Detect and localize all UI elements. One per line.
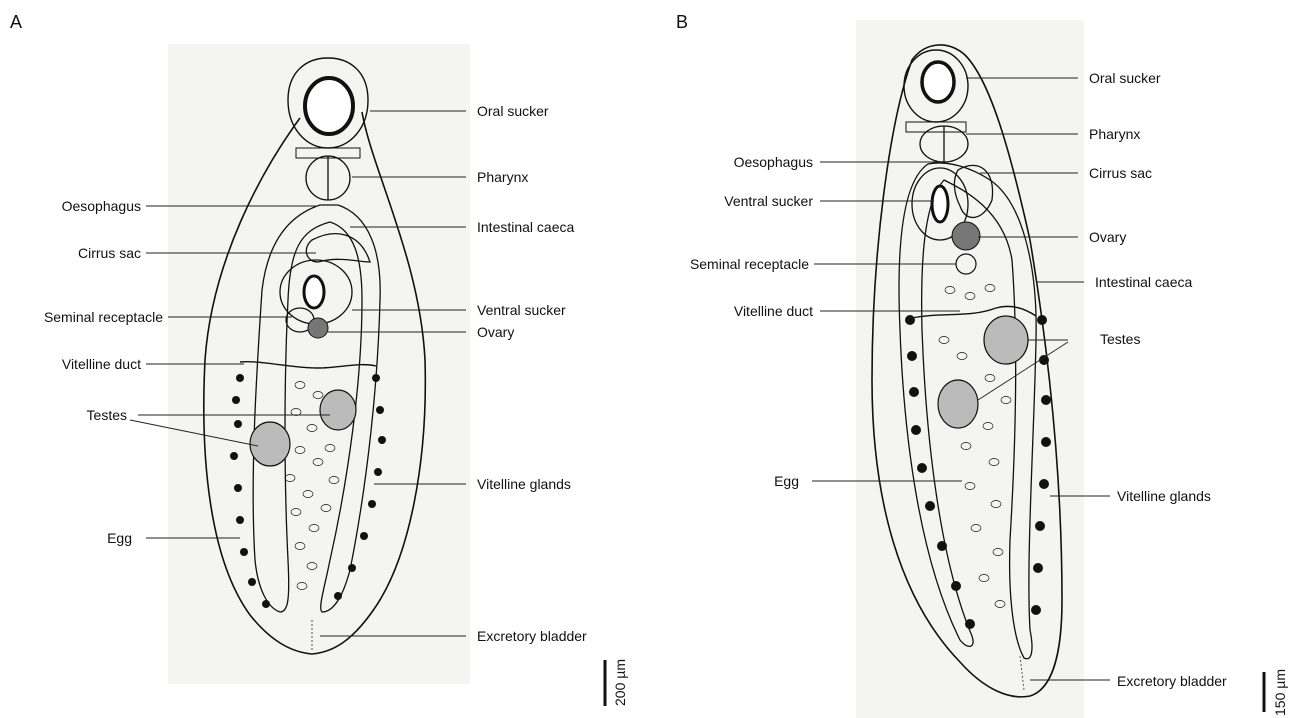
- panel-a-label-excretory-bladder: Excretory bladder: [477, 628, 587, 644]
- panel-a-label-cirrus-sac: Cirrus sac: [78, 245, 141, 261]
- panel-b-testis-posterior: [938, 380, 978, 428]
- panel-a: A: [10, 12, 628, 706]
- panel-b-scale-label: 150 µm: [1272, 669, 1288, 716]
- panel-a-testis-posterior: [250, 422, 290, 466]
- panel-a-label-vitelline-duct: Vitelline duct: [62, 356, 141, 372]
- panel-b-label-egg: Egg: [774, 473, 799, 489]
- panel-a-label-egg: Egg: [107, 530, 132, 546]
- panel-b-label-ventral-sucker: Ventral sucker: [724, 193, 813, 209]
- panel-b-oral-sucker-lumen: [922, 62, 954, 102]
- panel-b-paper: [856, 20, 1084, 718]
- panel-a-oral-sucker-lumen: [305, 78, 353, 134]
- panel-b-label-pharynx: Pharynx: [1089, 126, 1140, 142]
- panel-a-testis-anterior: [320, 390, 356, 430]
- panel-b-letter: B: [676, 12, 688, 32]
- panel-b-label-testes: Testes: [1100, 331, 1140, 347]
- panel-a-label-ovary: Ovary: [477, 324, 514, 340]
- panel-b-label-oral-sucker: Oral sucker: [1089, 70, 1161, 86]
- panel-a-label-oral-sucker: Oral sucker: [477, 103, 549, 119]
- panel-b-label-intestinal-caeca: Intestinal caeca: [1095, 274, 1192, 290]
- panel-a-label-intestinal-caeca: Intestinal caeca: [477, 219, 574, 235]
- panel-b-testis-anterior: [984, 316, 1028, 364]
- panel-b-label-excretory-bladder: Excretory bladder: [1117, 673, 1227, 689]
- panel-a-letter: A: [10, 12, 22, 32]
- panel-b-ventral-sucker-lumen: [932, 186, 948, 222]
- panel-a-label-vitelline-glands: Vitelline glands: [477, 476, 571, 492]
- panel-b-label-cirrus-sac: Cirrus sac: [1089, 165, 1152, 181]
- panel-a-label-oesophagus: Oesophagus: [62, 198, 141, 214]
- panel-b-label-vitelline-duct: Vitelline duct: [734, 303, 813, 319]
- panel-b-label-seminal-receptacle: Seminal receptacle: [690, 256, 809, 272]
- panel-a-ovary: [308, 318, 328, 338]
- panel-a-label-testes: Testes: [87, 407, 127, 423]
- panel-b-label-vitelline-glands: Vitelline glands: [1117, 488, 1211, 504]
- panel-b-label-oesophagus: Oesophagus: [734, 154, 813, 170]
- panel-b-ovary: [952, 222, 980, 250]
- panel-a-ventral-sucker-lumen: [304, 276, 324, 308]
- panel-b: B: [676, 12, 1288, 718]
- panel-a-scale-label: 200 µm: [612, 659, 628, 706]
- panel-a-label-pharynx: Pharynx: [477, 169, 528, 185]
- panel-a-label-seminal-receptacle: Seminal receptacle: [44, 309, 163, 325]
- panel-a-label-ventral-sucker: Ventral sucker: [477, 302, 566, 318]
- panel-b-label-ovary: Ovary: [1089, 229, 1126, 245]
